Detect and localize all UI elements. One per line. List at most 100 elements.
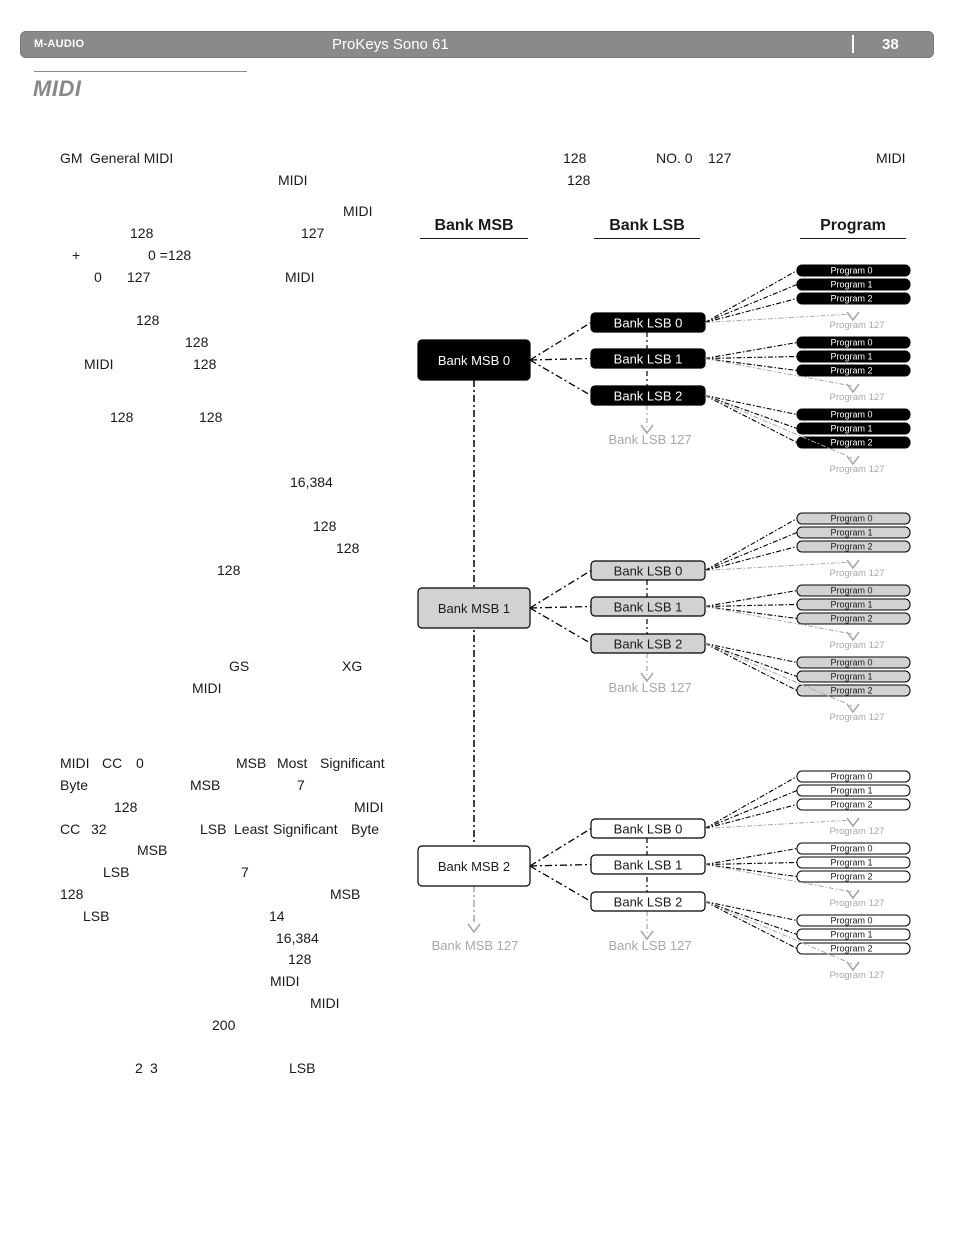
text-fragment: MIDI	[84, 356, 114, 372]
text-fragment: 128	[193, 356, 217, 372]
lsb-to-program-connector	[704, 803, 798, 830]
program-label: Program 1	[830, 528, 872, 538]
text-fragment: 16,384	[276, 930, 319, 946]
lsb-to-program-connector	[704, 900, 798, 936]
brand-logo: M-AUDIO	[34, 38, 85, 50]
lsb-to-program-connector	[704, 861, 798, 866]
text-fragment: NO. 0	[656, 150, 693, 166]
program-box	[796, 842, 911, 855]
text-fragment: 128	[185, 334, 209, 350]
bank-lsb-label: Bank LSB 2	[614, 389, 683, 404]
text-fragment: Least	[234, 821, 269, 837]
program-box	[796, 278, 911, 291]
program-label: Program 1	[830, 352, 872, 362]
program-label: Program 0	[830, 772, 872, 782]
text-fragment: LSB	[83, 908, 110, 924]
lsb-more-arrow	[640, 930, 654, 941]
lsb-to-program-connector	[704, 643, 798, 691]
program-box	[796, 436, 911, 449]
program-box	[796, 526, 911, 539]
text-fragment: 128	[313, 518, 337, 534]
text-fragment: MIDI	[310, 995, 340, 1011]
program-label: Program 2	[830, 944, 872, 954]
product-name: ProKeys Sono 61	[332, 36, 449, 53]
lsb-to-program-connector	[704, 642, 798, 664]
lsb-to-program-connector	[704, 394, 798, 430]
text-fragment: 128	[199, 409, 223, 425]
bank-lsb-label: Bank LSB 1	[614, 352, 683, 367]
program-more-arrow	[846, 383, 860, 394]
lsb-to-program-connector	[704, 642, 798, 678]
lsb-to-program-connector	[704, 776, 798, 829]
program-box	[796, 422, 911, 435]
program-more-label: Program 127	[830, 970, 885, 981]
text-fragment: GS	[229, 658, 250, 674]
msb-to-lsb-connector	[529, 569, 592, 609]
lsb-to-program-connector	[704, 357, 798, 372]
text-fragment: MSB	[190, 777, 221, 793]
text-fragment: 0	[136, 755, 144, 771]
text-fragment: 128	[136, 312, 160, 328]
program-label: Program 1	[830, 786, 872, 796]
program-box	[796, 512, 911, 525]
program-more-arrow	[846, 455, 860, 466]
program-box	[796, 656, 911, 669]
text-fragment: 128	[217, 562, 241, 578]
col-head-bank-msb: Bank MSB	[434, 217, 514, 234]
text-fragment: 3	[150, 1060, 158, 1076]
program-label: Program 0	[830, 658, 872, 668]
text-fragment: MSB	[330, 886, 361, 902]
lsb-to-program-more-connector	[704, 561, 853, 571]
text-fragment: General MIDI	[90, 150, 174, 166]
program-label: Program 2	[830, 542, 872, 552]
lsb-more-label: Bank LSB 127	[608, 680, 691, 695]
text-fragment: CC	[60, 821, 81, 837]
program-label: Program 2	[830, 614, 872, 624]
program-label: Program 1	[830, 600, 872, 610]
program-box	[796, 408, 911, 421]
text-fragment: GM	[60, 150, 83, 166]
text-fragment: 32	[91, 821, 107, 837]
text-fragment: CC	[102, 755, 123, 771]
text-fragment: MIDI	[270, 973, 300, 989]
msb-more-label: Bank MSB 127	[432, 938, 519, 953]
lsb-to-program-connector	[704, 589, 798, 608]
program-box	[796, 928, 911, 941]
text-fragment: MIDI	[60, 755, 90, 771]
program-box	[796, 336, 911, 349]
bank-msb-label: Bank MSB 0	[438, 353, 510, 368]
lsb-to-program-more-connector	[704, 358, 853, 387]
program-label: Program 1	[830, 930, 872, 940]
program-label: Program 0	[830, 844, 872, 854]
program-label: Program 0	[830, 338, 872, 348]
header-divider	[852, 35, 854, 53]
program-label: Program 2	[830, 294, 872, 304]
program-label: Program 2	[830, 438, 872, 448]
bank-lsb-label: Bank LSB 0	[614, 822, 683, 837]
program-box	[796, 350, 911, 363]
text-fragment: 16,384	[290, 474, 333, 490]
text-fragment: Significant	[273, 821, 338, 837]
lsb-to-program-connector	[704, 394, 798, 416]
text-fragment: MIDI	[285, 269, 315, 285]
text-fragment: 200	[212, 1017, 236, 1033]
program-box	[796, 540, 911, 553]
text-fragment: 127	[708, 150, 732, 166]
program-more-label: Program 127	[830, 568, 885, 579]
program-box	[796, 942, 911, 955]
lsb-to-program-connector	[704, 603, 798, 608]
text-fragment: 7	[297, 777, 305, 793]
text-fragment: 127	[127, 269, 151, 285]
program-more-label: Program 127	[830, 464, 885, 475]
program-label: Program 1	[830, 424, 872, 434]
text-fragment: 2	[135, 1060, 143, 1076]
program-more-arrow	[846, 889, 860, 900]
text-fragment: Byte	[351, 821, 380, 837]
text-fragment: 7	[241, 864, 249, 880]
text-fragment: MIDI	[192, 680, 222, 696]
program-more-label: Program 127	[830, 320, 885, 331]
text-fragment: 0 =128	[148, 247, 192, 263]
section-title: MIDI	[33, 76, 82, 101]
msb-to-lsb-connector	[529, 605, 592, 609]
